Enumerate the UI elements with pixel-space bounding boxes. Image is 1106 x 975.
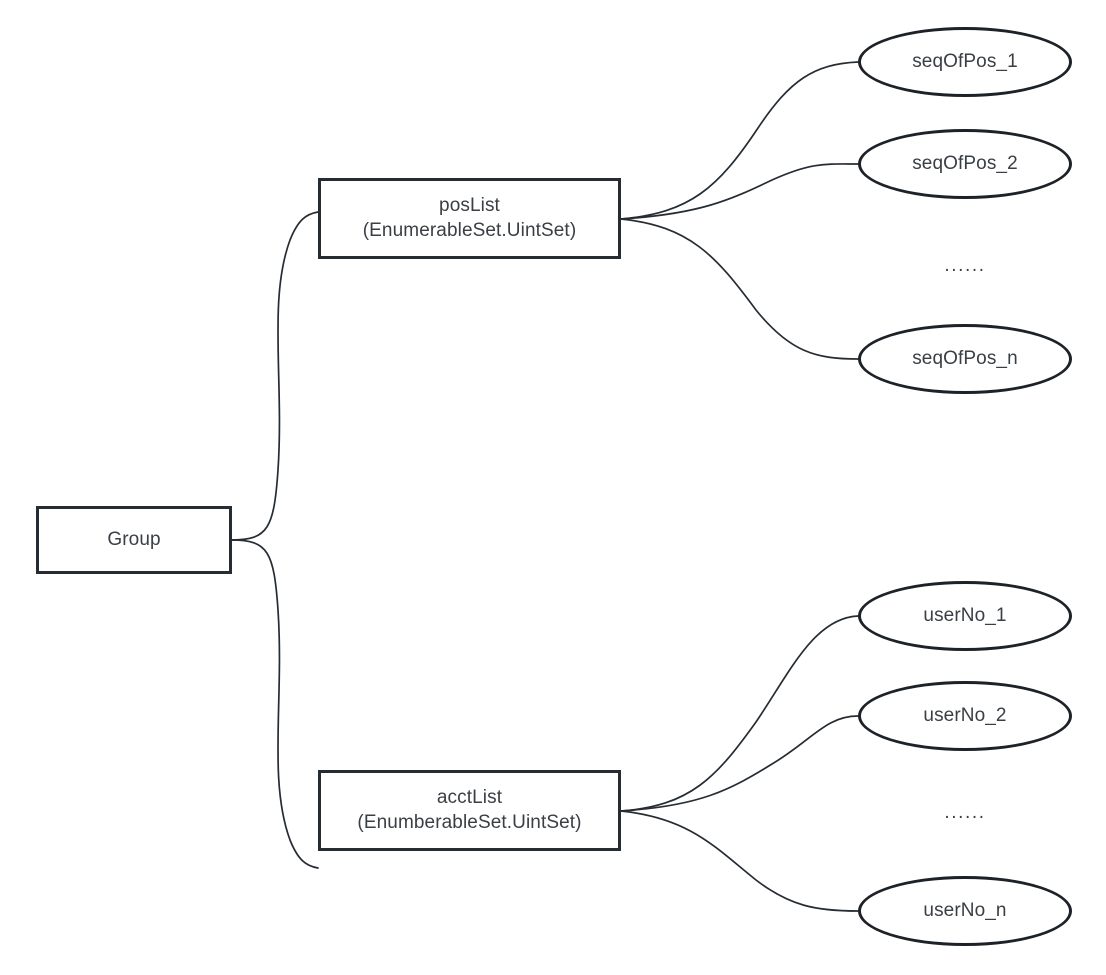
node-acctlist[interactable]: acctList (EnumberableSet.UintSet) bbox=[318, 770, 621, 851]
edge-group-to-acctlist bbox=[231, 539, 319, 869]
node-group-label: Group bbox=[107, 528, 161, 550]
node-acctlist-type: (EnumberableSet.UintSet) bbox=[357, 811, 582, 833]
ellipsis-seqofpos-label: ...... bbox=[944, 254, 986, 276]
edge-poslist-to-seqofpos-n bbox=[620, 218, 859, 360]
edge-poslist-to-seqofpos-1 bbox=[620, 61, 859, 220]
edge-acctlist-to-userno-1 bbox=[620, 615, 859, 812]
node-poslist-name: posList bbox=[439, 194, 500, 216]
node-userno-2[interactable]: userNo_2 bbox=[858, 681, 1072, 751]
node-poslist-type: (EnumerableSet.UintSet) bbox=[362, 219, 577, 241]
node-userno-1[interactable]: userNo_1 bbox=[858, 581, 1072, 651]
node-acctlist-name: acctList bbox=[436, 786, 503, 808]
node-userno-2-label: userNo_2 bbox=[923, 705, 1007, 726]
node-group[interactable]: Group bbox=[36, 506, 232, 574]
node-seqofpos-2-label: seqOfPos_2 bbox=[912, 153, 1018, 174]
ellipsis-userno-label: ...... bbox=[944, 801, 986, 823]
ellipsis-seqofpos: ...... bbox=[915, 252, 1015, 278]
node-userno-n-label: userNo_n bbox=[923, 900, 1007, 921]
node-seqofpos-n[interactable]: seqOfPos_n bbox=[858, 324, 1072, 394]
edge-group-to-poslist bbox=[231, 211, 319, 541]
node-seqofpos-n-label: seqOfPos_n bbox=[912, 348, 1018, 369]
node-acctlist-text: acctList (EnumberableSet.UintSet) bbox=[357, 786, 581, 835]
node-userno-n[interactable]: userNo_n bbox=[858, 876, 1072, 946]
node-userno-1-label: userNo_1 bbox=[923, 605, 1007, 626]
node-poslist[interactable]: posList (EnumerableSet.UintSet) bbox=[318, 178, 621, 259]
edge-acctlist-to-userno-2 bbox=[620, 715, 859, 812]
ellipsis-userno: ...... bbox=[915, 799, 1015, 825]
node-seqofpos-1-label: seqOfPos_1 bbox=[912, 51, 1018, 72]
edge-acctlist-to-userno-n bbox=[620, 810, 859, 912]
edge-poslist-to-seqofpos-2 bbox=[620, 163, 859, 220]
node-seqofpos-2[interactable]: seqOfPos_2 bbox=[858, 129, 1072, 199]
node-poslist-text: posList (EnumerableSet.UintSet) bbox=[363, 194, 577, 243]
node-seqofpos-1[interactable]: seqOfPos_1 bbox=[858, 27, 1072, 97]
